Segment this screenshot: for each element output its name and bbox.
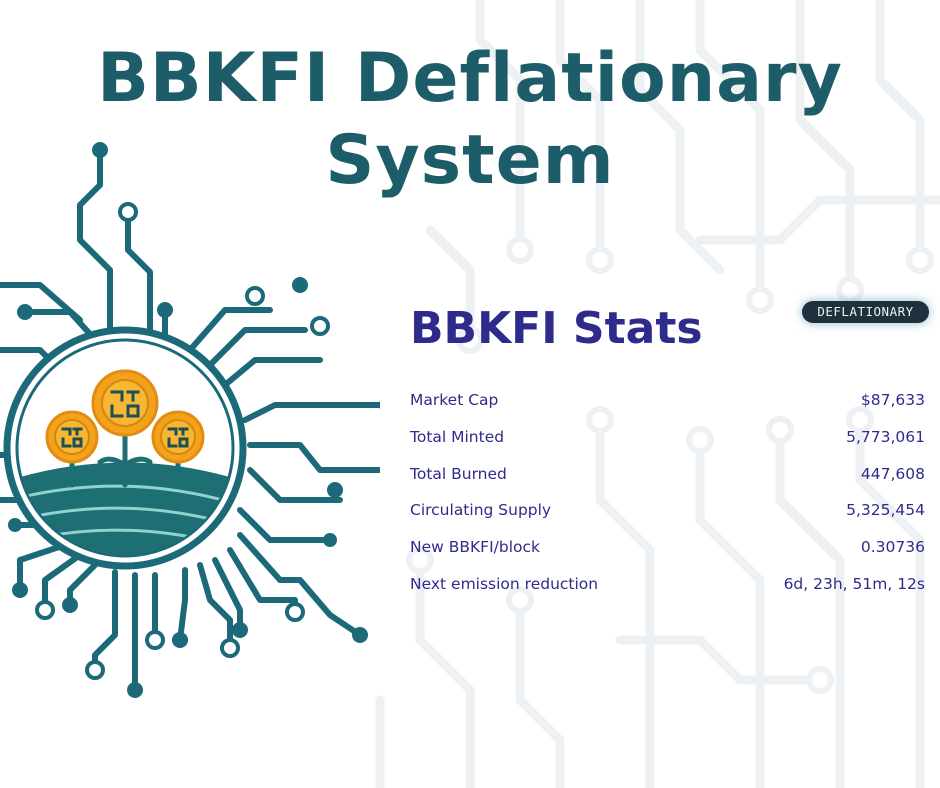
- stat-value: 5,325,454: [846, 501, 925, 520]
- stats-list: Market Cap $87,633 Total Minted 5,773,06…: [410, 385, 925, 606]
- stat-label: Circulating Supply: [410, 501, 552, 520]
- stat-value: 5,773,061: [846, 427, 925, 446]
- stat-label: Next emission reduction: [410, 574, 599, 593]
- stat-row-total-burned: Total Burned 447,608: [410, 459, 925, 496]
- deflationary-badge: DEFLATIONARY: [802, 301, 929, 323]
- stat-row-circulating-supply: Circulating Supply 5,325,454: [410, 495, 925, 532]
- stat-row-new-per-block: New BBKFI/block 0.30736: [410, 532, 925, 569]
- stat-value: 0.30736: [860, 538, 925, 557]
- stat-value: $87,633: [860, 391, 925, 409]
- stat-label: Total Burned: [410, 464, 507, 483]
- stat-label: Market Cap: [410, 391, 499, 409]
- page-title: BBKFI Deflationary System: [0, 38, 940, 202]
- bbkfi-logo-icon: [0, 142, 380, 698]
- stat-row-next-emission-reduction: Next emission reduction 6d, 23h, 51m, 12…: [410, 569, 925, 606]
- stat-row-market-cap: Market Cap $87,633: [410, 385, 925, 422]
- stat-label: Total Minted: [410, 427, 505, 446]
- page-title-line-1: BBKFI Deflationary: [97, 39, 843, 118]
- page-title-line-2: System: [325, 121, 615, 200]
- stats-heading: BBKFI Stats: [410, 303, 703, 354]
- stat-value: 6d, 23h, 51m, 12s: [783, 574, 925, 593]
- stat-row-total-minted: Total Minted 5,773,061: [410, 422, 925, 459]
- stat-value: 447,608: [860, 464, 925, 483]
- stat-label: New BBKFI/block: [410, 538, 541, 557]
